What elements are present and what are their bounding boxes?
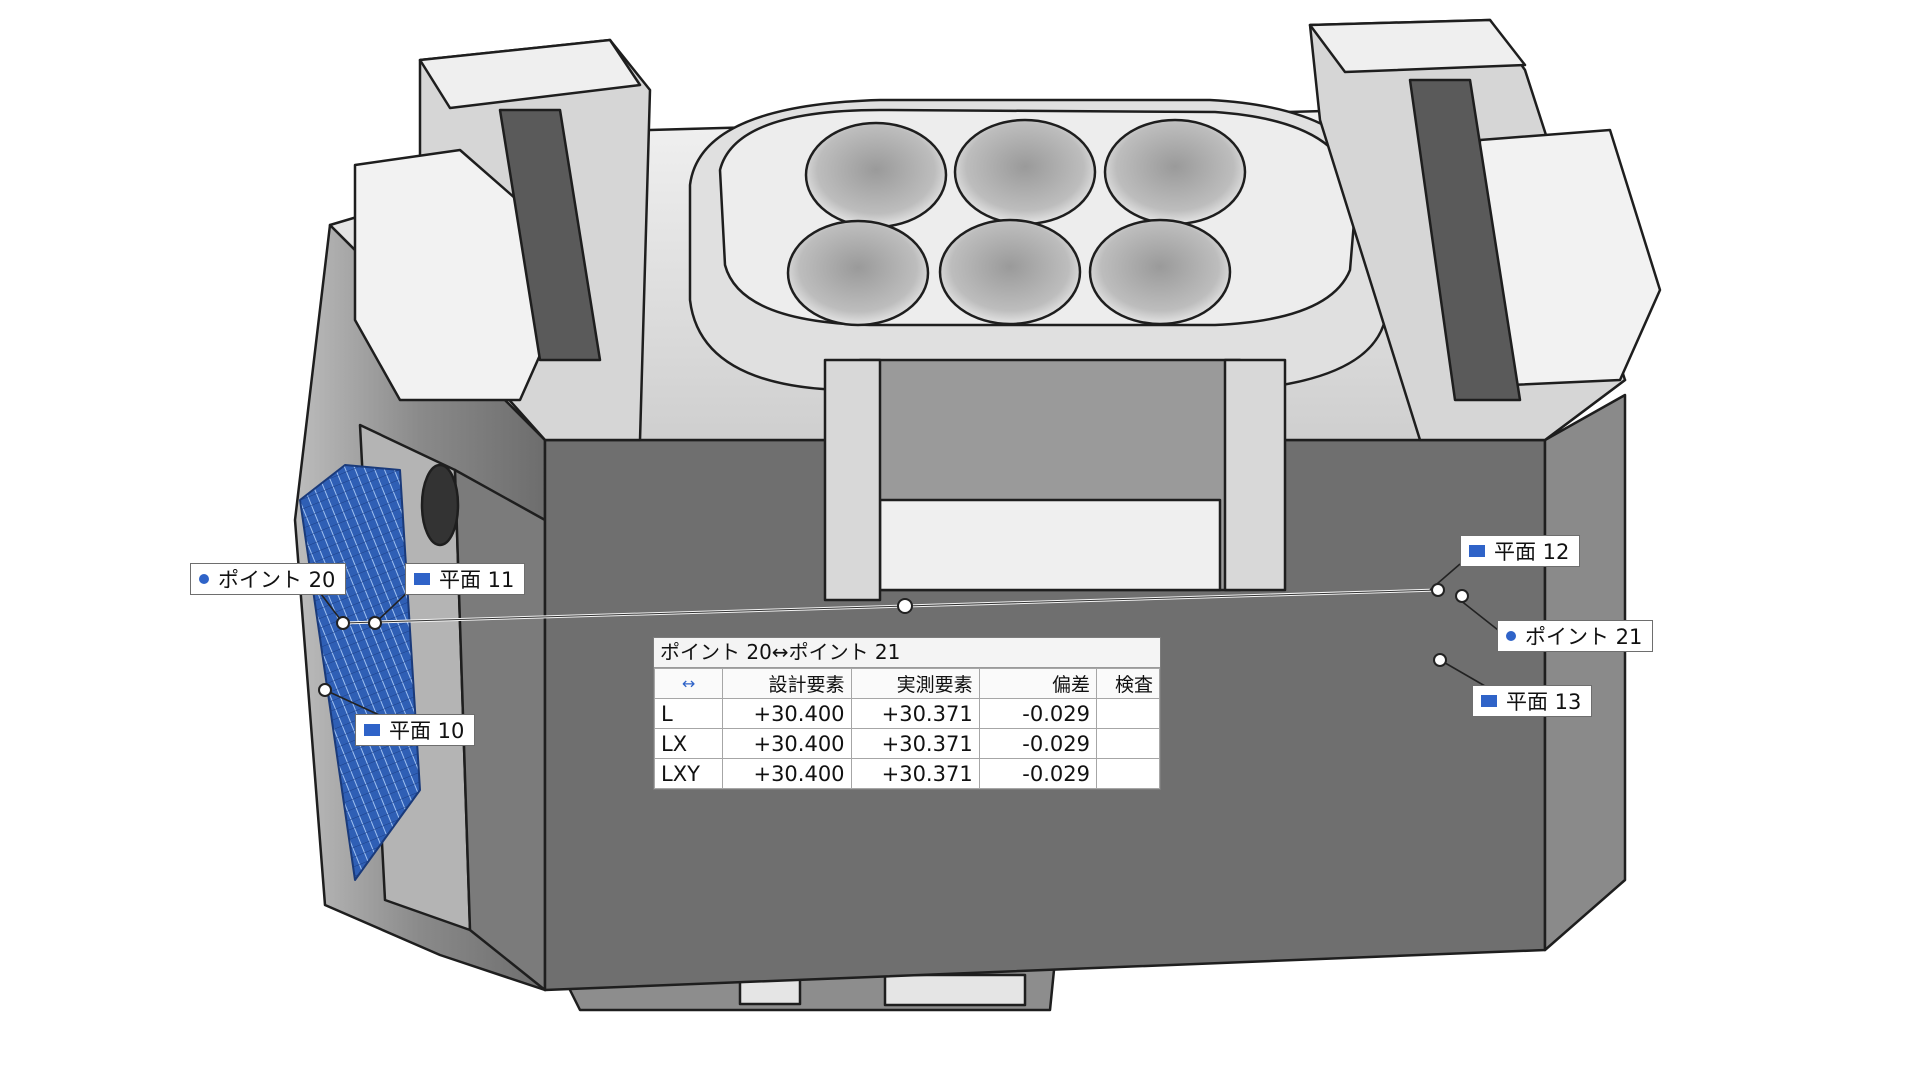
cavity — [804, 121, 948, 229]
plane-12-marker[interactable] — [1431, 583, 1445, 597]
measurement-markers[interactable] — [318, 583, 1469, 697]
actual-value: +30.371 — [850, 758, 980, 789]
label-point-20-text: ポイント 20 — [218, 568, 336, 592]
check-value — [1095, 728, 1161, 759]
plane-icon — [1481, 695, 1497, 707]
row-label: L — [653, 698, 724, 729]
distance-midpoint-marker[interactable] — [897, 598, 913, 614]
plane-10-marker[interactable] — [318, 683, 332, 697]
label-plane-11-text: 平面 11 — [439, 568, 515, 592]
model-left-latch-top — [418, 38, 642, 110]
cavity — [1088, 218, 1232, 326]
cavity — [786, 219, 930, 327]
measurement-result-panel[interactable]: ポイント 20↔ポイント 21 ↔ 設計要素 実測要素 偏差 検査 L +30.… — [653, 637, 1161, 790]
measurement-table: ↔ 設計要素 実測要素 偏差 検査 L +30.400 +30.371 -0.0… — [653, 668, 1161, 789]
label-plane-13[interactable]: 平面 13 — [1472, 685, 1593, 717]
leader-plane-11 — [374, 589, 411, 624]
label-point-21[interactable]: ポイント 21 — [1497, 620, 1654, 652]
header-design: 設計要素 — [722, 668, 852, 699]
label-plane-13-text: 平面 13 — [1506, 690, 1582, 714]
model-cavities — [786, 118, 1247, 327]
measurement-header-row: ↔ 設計要素 実測要素 偏差 検査 — [653, 668, 1161, 699]
point-20-marker[interactable] — [336, 616, 350, 630]
deviation-value: -0.029 — [978, 698, 1097, 729]
point-icon — [1506, 631, 1516, 641]
plane-11-marker[interactable] — [368, 616, 382, 630]
check-value — [1095, 698, 1161, 729]
model-left-lock-slot — [498, 108, 602, 362]
header-actual: 実測要素 — [850, 668, 980, 699]
actual-value: +30.371 — [850, 728, 980, 759]
header-deviation: 偏差 — [978, 668, 1097, 699]
row-label: LXY — [653, 758, 724, 789]
model-right-latch-top — [1308, 18, 1527, 74]
design-value: +30.400 — [722, 758, 852, 789]
table-row[interactable]: LXY +30.400 +30.371 -0.029 — [653, 758, 1161, 789]
plane-icon — [1469, 545, 1485, 557]
model-right-lock-slot — [1408, 78, 1522, 402]
label-point-20[interactable]: ポイント 20 — [190, 563, 347, 595]
label-plane-10-text: 平面 10 — [389, 719, 465, 743]
cavity — [953, 118, 1097, 226]
plane-13-marker[interactable] — [1433, 653, 1447, 667]
point-21-marker[interactable] — [1455, 589, 1469, 603]
design-value: +30.400 — [722, 698, 852, 729]
label-plane-10[interactable]: 平面 10 — [355, 714, 476, 746]
model-front-opening-floor — [878, 498, 1222, 592]
design-value: +30.400 — [722, 728, 852, 759]
plane-icon — [414, 573, 430, 585]
deviation-value: -0.029 — [978, 758, 1097, 789]
label-plane-12[interactable]: 平面 12 — [1460, 535, 1581, 567]
point-icon — [199, 574, 209, 584]
distance-line-outline — [342, 589, 1439, 624]
table-row[interactable]: LX +30.400 +30.371 -0.029 — [653, 728, 1161, 759]
model-right-face — [1543, 393, 1627, 952]
cavity — [1103, 118, 1247, 226]
distance-icon: ↔ — [653, 668, 724, 699]
deviation-value: -0.029 — [978, 728, 1097, 759]
leader-plane-13 — [1439, 659, 1486, 687]
model-rib — [1223, 358, 1287, 592]
leader-point-21 — [1459, 599, 1499, 631]
label-point-21-text: ポイント 21 — [1525, 625, 1643, 649]
model-left-hole — [420, 463, 460, 547]
label-plane-11[interactable]: 平面 11 — [405, 563, 526, 595]
table-row[interactable]: L +30.400 +30.371 -0.029 — [653, 698, 1161, 729]
actual-value: +30.371 — [850, 698, 980, 729]
model-foot-slot — [883, 973, 1027, 1007]
measurement-lines — [342, 588, 1439, 625]
model-rib — [823, 358, 882, 602]
measurement-title: ポイント 20↔ポイント 21 — [654, 638, 1160, 668]
row-label: LX — [653, 728, 724, 759]
label-plane-12-text: 平面 12 — [1494, 540, 1570, 564]
plane-icon — [364, 724, 380, 736]
header-check: 検査 — [1095, 668, 1161, 699]
connector-housing-model — [293, 18, 1662, 1012]
cavity — [938, 218, 1082, 326]
check-value — [1095, 758, 1161, 789]
